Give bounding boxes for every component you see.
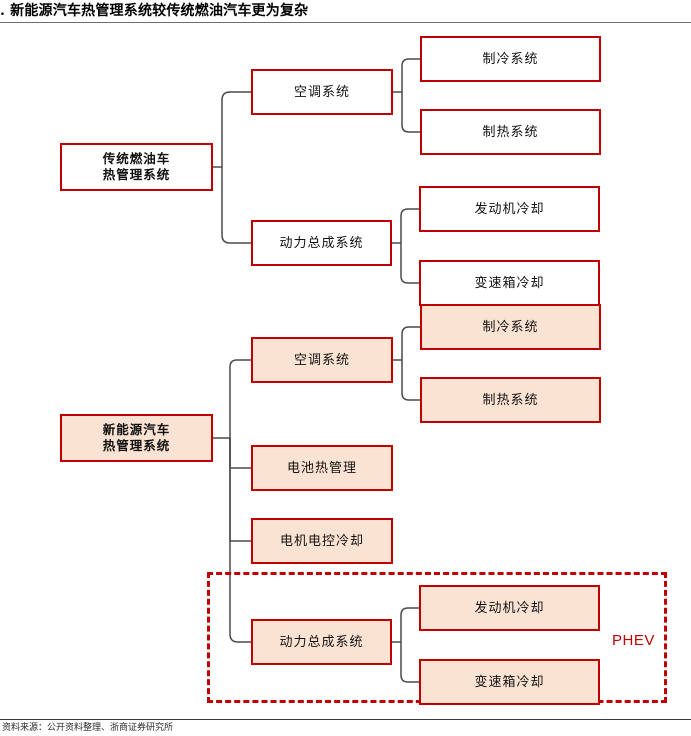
- thermal-management-diagram: PHEV 传统燃油车 热管理系统 空调系统 制冷系统 制热系统 动力总成系统 发…: [0, 24, 691, 719]
- page-title: . 新能源汽车热管理系统较传统燃油汽车更为复杂: [0, 3, 309, 19]
- node-nev-battery-thermal-management[interactable]: 电池热管理: [251, 445, 393, 491]
- phev-label: PHEV: [612, 632, 655, 649]
- node-ice-root[interactable]: 传统燃油车 热管理系统: [60, 143, 213, 191]
- node-nev-engine-cooling[interactable]: 发动机冷却: [419, 585, 600, 631]
- node-ice-ac-system[interactable]: 空调系统: [251, 69, 393, 115]
- node-ice-powertrain-system[interactable]: 动力总成系统: [251, 220, 392, 266]
- node-ice-transmission-cooling[interactable]: 变速箱冷却: [419, 260, 600, 306]
- node-nev-powertrain-system[interactable]: 动力总成系统: [251, 619, 392, 665]
- node-nev-motor-electronics-cooling[interactable]: 电机电控冷却: [251, 518, 393, 564]
- node-ice-cooling-system[interactable]: 制冷系统: [420, 36, 601, 82]
- node-nev-transmission-cooling[interactable]: 变速箱冷却: [419, 659, 600, 705]
- node-nev-cooling-system[interactable]: 制冷系统: [420, 304, 601, 350]
- node-ice-heating-system[interactable]: 制热系统: [420, 109, 601, 155]
- source-note: 资料来源：公开资料整理、浙商证券研究所: [2, 723, 174, 733]
- node-nev-heating-system[interactable]: 制热系统: [420, 377, 601, 423]
- node-nev-root[interactable]: 新能源汽车 热管理系统: [60, 414, 213, 462]
- header-divider: [0, 22, 691, 23]
- footer-divider: [0, 719, 691, 720]
- node-ice-engine-cooling[interactable]: 发动机冷却: [419, 186, 600, 232]
- node-nev-ac-system[interactable]: 空调系统: [251, 337, 393, 383]
